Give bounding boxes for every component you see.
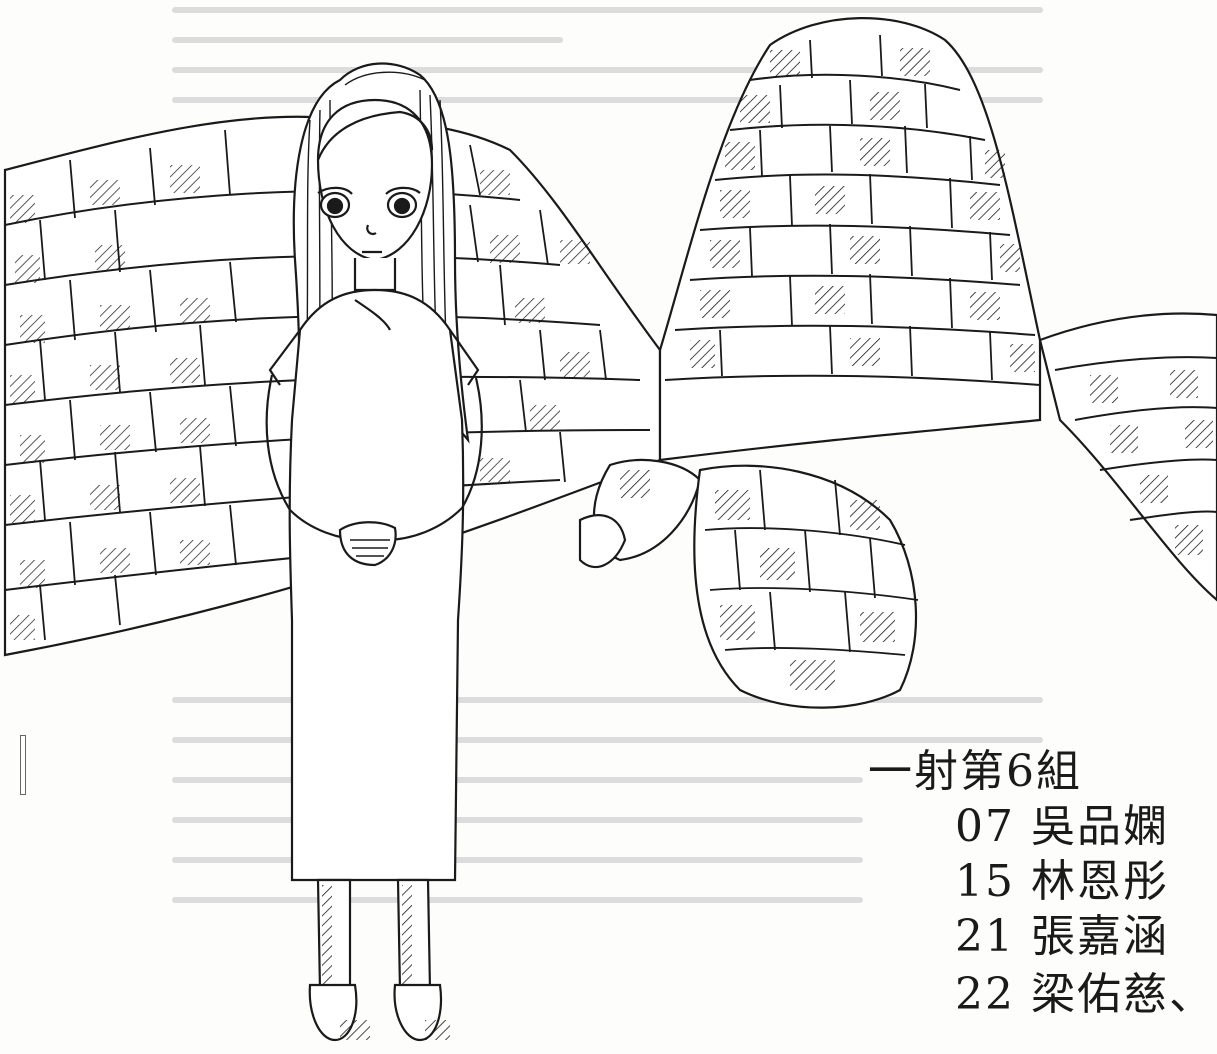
member-line-3: 21 張嘉涵 xyxy=(955,911,1169,962)
center-brick-pillar xyxy=(658,17,1042,462)
girl-figure xyxy=(265,62,483,1042)
right-brick-wall xyxy=(1038,312,1217,602)
member-line-1: 07 吳品嫻 xyxy=(955,801,1169,852)
member-line-4: 22 梁佑慈、 xyxy=(955,969,1215,1020)
group-title: 一射第6組 xyxy=(868,746,1082,797)
paper-edge-mark xyxy=(20,735,26,795)
member-line-2: 15 林恩彤 xyxy=(955,856,1169,907)
rubble-stones xyxy=(578,458,919,709)
